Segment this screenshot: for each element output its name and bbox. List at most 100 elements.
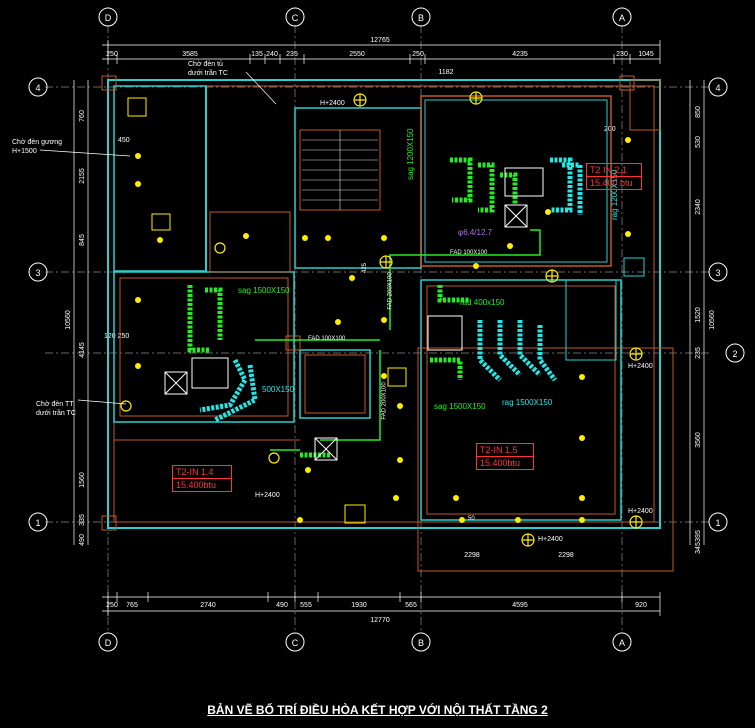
dim-top-seg: 1045 — [638, 51, 654, 58]
dim-bottom-seg: 555 — [300, 602, 312, 609]
fad-label: FAD 200X100 — [387, 272, 394, 310]
unit-name: T2-IN 1.5 — [477, 444, 533, 457]
light-icon — [135, 181, 141, 187]
lights — [135, 137, 631, 523]
light-icon — [625, 231, 631, 237]
dim-bottom-inner: 2298 — [558, 552, 574, 559]
dim-50: 50 — [468, 516, 475, 522]
note-wait-ceiling: Chờ đèn tủ dưới trần TC — [188, 61, 228, 77]
light-icon — [579, 495, 585, 501]
dim-bottom-seg: 2740 — [200, 602, 216, 609]
light-icon — [393, 495, 399, 501]
dim-bottom-seg: 765 — [126, 602, 138, 609]
dim-top-sub: 1182 — [438, 69, 453, 76]
grid-bubble-1-right: 1 — [708, 512, 728, 532]
dim-left-group: 760 2155 845 4145 1560 335 490 10560 450… — [65, 110, 130, 546]
svg-text:C: C — [292, 638, 299, 648]
dim-left-seg: 335 — [79, 514, 86, 526]
light-icon — [381, 373, 387, 379]
svg-text:D: D — [105, 638, 112, 648]
light-icon — [243, 233, 249, 239]
dim-right-seg: 345 — [695, 542, 702, 554]
dim-left-extra: 120 250 — [104, 333, 129, 340]
svg-text:1: 1 — [715, 518, 720, 528]
light-box-icon — [151, 213, 171, 231]
light-icon — [397, 403, 403, 409]
grid-bubble-c-top: C — [285, 7, 305, 27]
dim-top-seg: 3585 — [182, 51, 198, 58]
dim-top-seg: 235 — [286, 51, 298, 58]
dim-right-seg: 2340 — [695, 199, 702, 215]
light-icon — [135, 297, 141, 303]
svg-text:A: A — [619, 13, 625, 23]
chandelier-icon — [120, 400, 132, 412]
svg-text:A: A — [619, 638, 625, 648]
light-icon — [397, 457, 403, 463]
dim-right-seg: 235 — [695, 347, 702, 359]
dim-top-seg: 230 — [616, 51, 628, 58]
light-icon — [453, 495, 459, 501]
height-label: H+2400 — [628, 363, 653, 370]
unit-capacity: 15.400btu — [176, 480, 217, 490]
note-wait-tt: Chờ đèn TT dưới trần TC — [36, 401, 76, 417]
grid-bubble-d-bottom: D — [98, 632, 118, 652]
leaders — [39, 71, 277, 405]
height-label: H+2400 — [538, 536, 563, 543]
unit-tag-t2-in-2-1: T2 IN 2.1 15.400 btu — [586, 163, 642, 190]
dimension-texts: 12765 250 3585 135 240 235 2550 250 4235… — [65, 37, 716, 624]
light-boxes — [127, 97, 407, 524]
unit-tag-t2-in-1-4: T2-IN 1.4 15.400btu — [172, 465, 232, 492]
svg-text:2: 2 — [732, 349, 737, 359]
height-label: H+2400 — [320, 100, 345, 107]
light-icon — [515, 517, 521, 523]
svg-text:1: 1 — [35, 518, 40, 528]
dim-top-seg: 250 — [412, 51, 424, 58]
grid-bubbles: D C B A D C B A 4 3 1 4 3 2 1 — [28, 7, 745, 652]
grid-bubble-b-top: B — [411, 7, 431, 27]
svg-text:3: 3 — [715, 268, 720, 278]
grid-bubble-a-top: A — [612, 7, 632, 27]
dim-bottom-seg: 565 — [405, 602, 417, 609]
ac-grille-icon — [164, 371, 188, 395]
svg-text:C: C — [292, 13, 299, 23]
duct-label-sag-1500-top: sag 1500X150 — [238, 286, 290, 295]
light-icon — [459, 517, 465, 523]
duct-label-500: 500X150 — [262, 385, 295, 394]
ac-unit-icon — [427, 315, 463, 351]
unit-capacity: 15.400btu — [480, 458, 521, 468]
chandelier-icon — [214, 242, 226, 254]
svg-text:3: 3 — [35, 268, 40, 278]
light-icon — [545, 209, 551, 215]
svg-text:4: 4 — [35, 83, 40, 93]
dim-bottom-inner: 2298 — [464, 552, 480, 559]
grid-bubble-3-left: 3 — [28, 262, 48, 282]
dim-right-seg: 530 — [695, 136, 702, 148]
dim-right-group: 850 530 2340 1520 235 3560 395 345 10560… — [604, 106, 716, 554]
pipe-size-label: φ6.4/12.7 — [458, 228, 493, 237]
dim-top-seg: 240 — [266, 51, 278, 58]
grid-bubble-b-bottom: B — [411, 632, 431, 652]
dim-right-seg: 850 — [695, 106, 702, 118]
pipes-green — [255, 229, 541, 451]
dim-top-seg: 2550 — [349, 51, 365, 58]
dim-left-seg: 4145 — [79, 342, 86, 358]
drawing-title: BẢN VẼ BỐ TRÍ ĐIỀU HÒA KẾT HỢP VỚI NỘI T… — [207, 703, 548, 717]
light-icon — [625, 137, 631, 143]
dim-left-seg: 1560 — [79, 472, 86, 488]
unit-capacity: 15.400 btu — [590, 178, 633, 188]
duct-label-sag-1500: sag 1500X150 — [434, 402, 486, 411]
dim-bottom-seg: 1930 — [351, 602, 367, 609]
grid-bubble-2-right: 2 — [725, 343, 745, 363]
ac-grille-icon — [504, 204, 528, 228]
light-box-icon — [387, 367, 407, 387]
light-box-icon — [344, 504, 366, 524]
light-icon — [335, 319, 341, 325]
light-icon — [381, 235, 387, 241]
duct-label-rad-400: rad 400x150 — [460, 298, 505, 307]
light-icon — [157, 237, 163, 243]
light-icon — [473, 263, 479, 269]
light-icon — [297, 517, 303, 523]
dim-bottom-seg: 490 — [276, 602, 288, 609]
light-icon — [135, 153, 141, 159]
